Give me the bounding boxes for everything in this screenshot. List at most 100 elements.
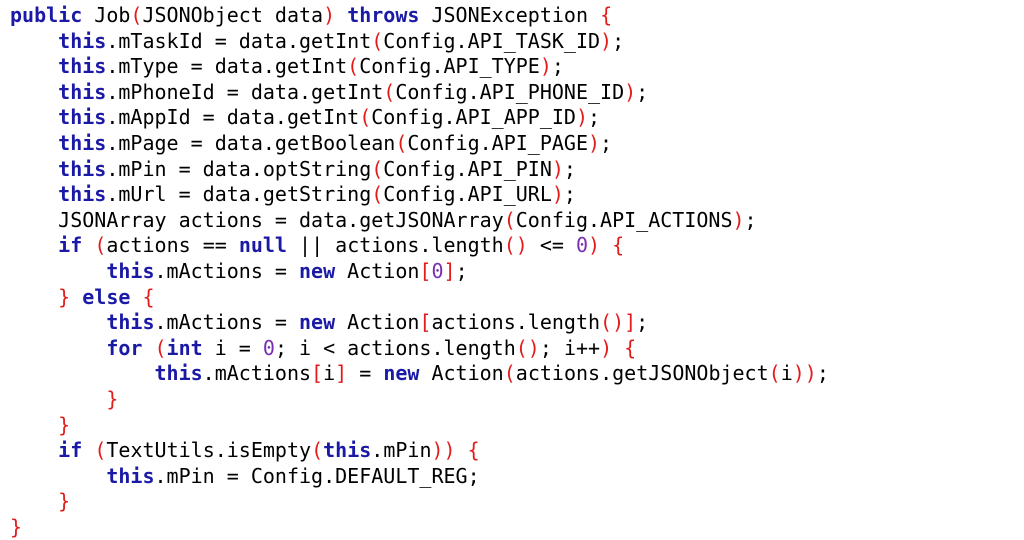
code-punctuation: { (142, 284, 155, 309)
code-line[interactable]: this.mTaskId = data.getInt(Config.API_TA… (10, 29, 1024, 55)
code-keyword: public (10, 3, 83, 27)
code-keyword: new (299, 258, 336, 283)
code-text: .mAppId = data.getInt (106, 105, 360, 130)
code-keyword: this (58, 79, 107, 104)
code-text: actions == (106, 233, 239, 258)
code-keyword: this (106, 258, 155, 283)
code-line[interactable]: this.mType = data.getInt(Config.API_TYPE… (10, 54, 1024, 80)
code-text: JSONArray actions = data.getJSONArray (58, 207, 504, 232)
code-punctuation: () (515, 335, 540, 360)
code-text: ; (551, 54, 564, 79)
code-line[interactable]: public Job(JSONObject data) throws JSONE… (10, 3, 1024, 29)
code-punctuation: ] (335, 361, 348, 386)
code-indent (10, 413, 58, 437)
code-text: ; (588, 105, 601, 130)
code-indent (10, 208, 58, 232)
code-line[interactable]: this.mActions[i] = new Action(actions.ge… (10, 361, 1024, 387)
code-text (82, 438, 94, 462)
code-text (600, 233, 612, 257)
code-indent (10, 80, 58, 104)
code-text: Job (82, 3, 131, 27)
code-keyword: this (154, 361, 203, 386)
code-text: Config.API_TASK_ID (383, 28, 601, 53)
code-line[interactable]: if (actions == null || actions.length() … (10, 233, 1024, 259)
code-text (70, 285, 82, 309)
code-punctuation: ( (94, 233, 107, 258)
code-text: Config.API_PHONE_ID (395, 79, 625, 104)
code-keyword: throws (347, 3, 420, 27)
code-punctuation: { (600, 3, 613, 27)
code-indent (10, 259, 106, 283)
code-punctuation: ) (551, 156, 564, 181)
code-line[interactable]: } (10, 413, 1024, 439)
code-text: .mUrl = data.getString (106, 182, 372, 207)
code-keyword: this (58, 105, 107, 130)
code-text: .mPage = data.getBoolean (106, 130, 396, 155)
code-keyword: if (58, 233, 83, 258)
code-punctuation: { (467, 438, 480, 463)
code-punctuation: } (106, 386, 119, 411)
code-text: Config.API_ACTIONS (515, 207, 733, 232)
code-punctuation: ( (371, 28, 384, 53)
code-line[interactable]: if (TextUtils.isEmpty(this.mPin)) { (10, 438, 1024, 464)
code-text: ; (563, 182, 576, 207)
code-punctuation: ( (371, 182, 384, 207)
code-punctuation: } (58, 489, 71, 514)
code-line[interactable]: this.mPage = data.getBoolean(Config.API_… (10, 131, 1024, 157)
code-text: ; i++ (539, 335, 601, 360)
code-indent (10, 105, 58, 129)
code-line[interactable]: this.mActions = new Action[0]; (10, 259, 1024, 285)
code-punctuation: ( (311, 438, 324, 463)
code-line[interactable]: } (10, 515, 1024, 540)
code-punctuation: ( (395, 130, 408, 155)
code-keyword: this (58, 156, 107, 181)
code-text: .mActions = (154, 310, 299, 335)
code-text: i (780, 361, 793, 386)
code-punctuation: [ (311, 361, 324, 386)
code-text: Action (335, 310, 420, 335)
code-line[interactable]: JSONArray actions = data.getJSONArray(Co… (10, 208, 1024, 234)
code-punctuation: )) (792, 361, 817, 386)
code-keyword: new (299, 310, 336, 335)
code-line[interactable]: } (10, 489, 1024, 515)
code-line[interactable]: this.mUrl = data.getString(Config.API_UR… (10, 182, 1024, 208)
code-text: ; (636, 79, 649, 104)
code-punctuation: () (503, 233, 528, 258)
code-indent (10, 54, 58, 78)
code-punctuation: ( (94, 438, 107, 463)
code-indent (10, 285, 58, 309)
code-indent (10, 182, 58, 206)
code-punctuation: ( (130, 3, 143, 27)
code-line[interactable]: this.mPin = data.optString(Config.API_PI… (10, 157, 1024, 183)
code-keyword: null (238, 233, 287, 258)
code-text: i (323, 361, 336, 386)
code-line[interactable]: this.mPin = Config.DEFAULT_REG; (10, 464, 1024, 490)
code-text: <= (527, 233, 576, 258)
code-keyword: this (58, 130, 107, 155)
code-text: Config.API_TYPE (359, 54, 540, 79)
code-text: JSONException (419, 3, 601, 27)
code-indent (10, 387, 106, 411)
code-keyword: this (106, 463, 155, 488)
code-line[interactable]: } (10, 387, 1024, 413)
code-number: 0 (262, 335, 275, 360)
code-punctuation: ) (600, 335, 613, 360)
code-editor[interactable]: public Job(JSONObject data) throws JSONE… (10, 3, 1024, 539)
code-line[interactable]: for (int i = 0; i < actions.length(); i+… (10, 336, 1024, 362)
code-indent (10, 310, 106, 334)
code-text: ; (600, 130, 613, 155)
code-text (142, 336, 154, 360)
code-keyword: this (58, 182, 107, 207)
code-punctuation: ( (383, 79, 396, 104)
code-punctuation: ( (359, 105, 372, 130)
code-text: .mActions (202, 361, 312, 386)
code-line[interactable]: this.mActions = new Action[actions.lengt… (10, 310, 1024, 336)
code-text (82, 233, 94, 257)
code-line[interactable]: } else { (10, 285, 1024, 311)
code-text: ; (636, 310, 649, 335)
code-line[interactable]: this.mAppId = data.getInt(Config.API_APP… (10, 105, 1024, 131)
code-line[interactable]: this.mPhoneId = data.getInt(Config.API_P… (10, 80, 1024, 106)
code-punctuation: { (612, 233, 625, 258)
code-text: Config.API_PAGE (407, 130, 588, 155)
code-indent (10, 489, 58, 513)
